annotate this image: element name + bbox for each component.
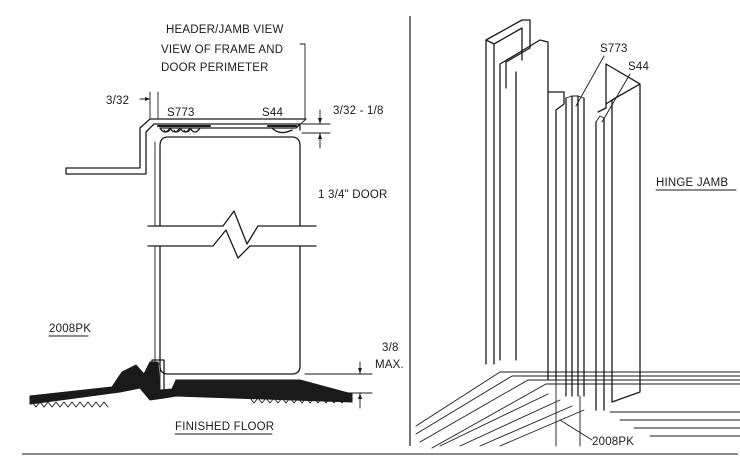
frame-back-plate [485, 19, 531, 365]
view-title-line-2: VIEW OF FRAME AND [161, 44, 283, 56]
s773-seal [157, 125, 211, 133]
hinge-jamb-label: HINGE JAMB [656, 177, 728, 189]
door-thickness-label: 1 3/4" DOOR [318, 189, 388, 201]
seal-gap-dimension-label: 3/32 - 1/8 [333, 105, 384, 117]
s773-label: S773 [167, 107, 195, 119]
bottom-gap-label-line-1: 3/8 [382, 342, 399, 354]
s44-label: S44 [262, 107, 283, 119]
header-jamb-view: HEADER/JAMB VIEW VIEW OF FRAME AND DOOR … [29, 24, 404, 435]
threshold-label-left: 2008PK [49, 323, 91, 335]
door-break-line [147, 210, 317, 259]
bottom-gap-label-line-2: MAX. [375, 359, 404, 371]
finished-floor-label: FINISHED FLOOR [175, 421, 274, 433]
threshold-serrations [31, 397, 347, 408]
s44-leader [601, 73, 631, 123]
threshold-perspective-ribs [439, 393, 585, 447]
gap-dim-arrowhead [145, 97, 150, 101]
bottom-gap-arrowhead-bottom [358, 393, 362, 399]
door-bottom-sweep-insert [155, 363, 161, 389]
threshold-profile [29, 359, 353, 408]
seal-gap-arrowhead-bottom [318, 133, 322, 139]
frame-header-return [159, 123, 301, 129]
gap-dimension-label: 3/32 [106, 95, 129, 107]
frame-profile [65, 118, 307, 175]
frame-hinge-face [597, 63, 641, 403]
bottom-gap-arrowhead-top [358, 368, 362, 374]
s773-seal-strip [565, 95, 585, 397]
s773-leader [575, 55, 605, 107]
threshold-body [29, 361, 353, 405]
seal-gap-arrowhead-top [318, 118, 322, 124]
view-title-line-1: HEADER/JAMB VIEW [166, 24, 284, 36]
door-leaf [159, 136, 301, 375]
s44-label-right: S44 [628, 61, 649, 73]
frame-stop-body [499, 39, 565, 381]
view-title-line-3: DOOR PERIMETER [161, 62, 269, 74]
threshold-label-right: 2008PK [592, 436, 634, 448]
title-leader-line [295, 43, 306, 129]
hinge-jamb-view: S773 S44 HINGE JAMB 2008PK [415, 19, 740, 449]
s44-seal-strip [595, 115, 605, 411]
s773-label-right: S773 [600, 43, 628, 55]
door-bottom-sweep [151, 359, 165, 393]
s44-seal [267, 125, 297, 134]
threshold-leader-right [559, 419, 593, 441]
